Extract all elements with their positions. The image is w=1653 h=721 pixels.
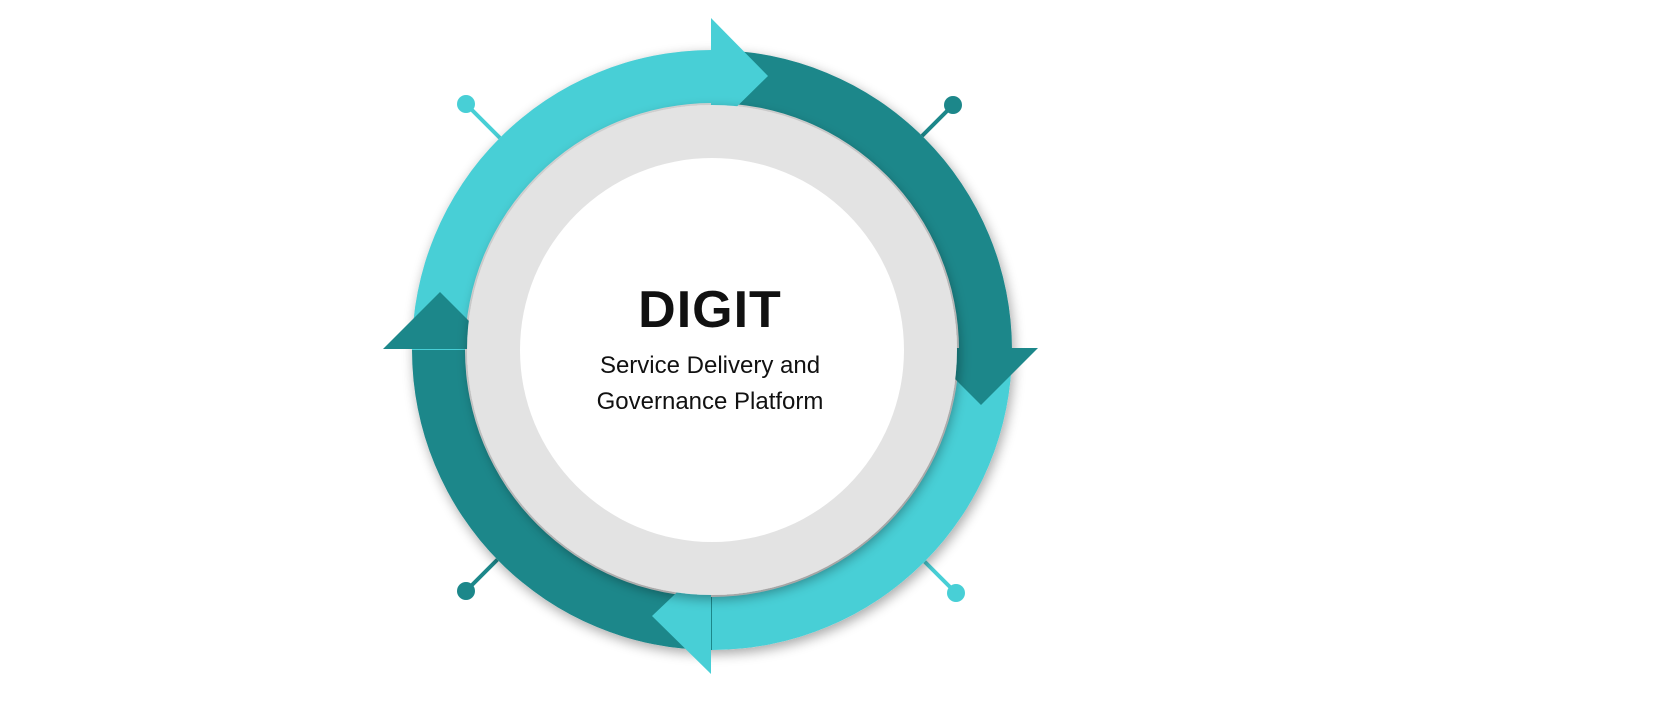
connector-pin-bottom-right bbox=[918, 555, 965, 602]
connector-pin-top-right bbox=[915, 96, 962, 143]
diagram-subtitle: Service Delivery and Governance Platform bbox=[560, 348, 860, 420]
diagram-title: DIGIT bbox=[638, 281, 782, 339]
cycle-arrow-icon bbox=[711, 18, 768, 132]
connector-pin-bottom-left bbox=[457, 553, 504, 600]
center-disc bbox=[520, 158, 904, 542]
subtitle-line-2: Governance Platform bbox=[596, 388, 824, 415]
subtitle-line-1: Service Delivery and bbox=[599, 352, 821, 379]
connector-pin-top-left bbox=[457, 95, 504, 142]
center-label: DIGIT Service Delivery and Governance Pl… bbox=[560, 278, 860, 420]
